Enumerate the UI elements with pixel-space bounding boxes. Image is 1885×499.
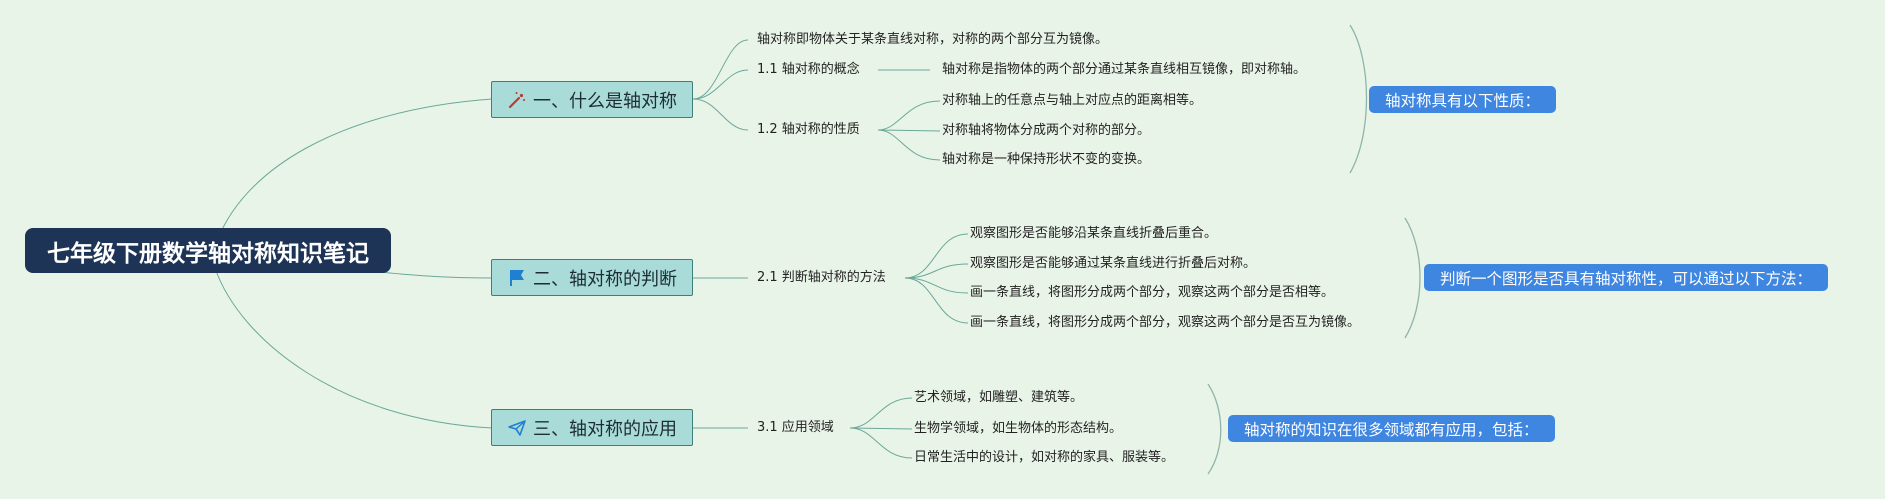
link-judge-leaf4 bbox=[904, 277, 969, 324]
link-judge-leaf3 bbox=[904, 277, 969, 294]
link-apply-leaf2 bbox=[849, 427, 913, 430]
magic-wand-icon bbox=[507, 90, 527, 110]
summary-brackets bbox=[1207, 24, 1421, 475]
link-topic1-sub1 bbox=[692, 39, 749, 100]
leaf-method-2[interactable]: 观察图形是否能够通过某条直线进行折叠后对称。 bbox=[970, 256, 1257, 271]
summary-text: 轴对称具有以下性质： bbox=[1385, 91, 1541, 110]
link-topic1-sub2 bbox=[692, 69, 749, 100]
leaf-field-3[interactable]: 日常生活中的设计，如对称的家具、服装等。 bbox=[914, 450, 1175, 465]
bracket-topic2 bbox=[1404, 217, 1421, 339]
root-node[interactable]: 七年级下册数学轴对称知识笔记 bbox=[25, 228, 391, 273]
link-property-leaf1 bbox=[877, 100, 941, 131]
leaf-property-3[interactable]: 轴对称是一种保持形状不变的变换。 bbox=[942, 152, 1151, 167]
summary-text: 轴对称的知识在很多领域都有应用，包括： bbox=[1244, 420, 1539, 439]
leaf-field-1[interactable]: 艺术领域，如雕塑、建筑等。 bbox=[914, 390, 1084, 405]
topic-applications[interactable]: 三、轴对称的应用 bbox=[491, 409, 693, 446]
topic-label: 三、轴对称的应用 bbox=[533, 418, 677, 440]
paper-plane-icon bbox=[507, 418, 527, 438]
leaf-property-1[interactable]: 对称轴上的任意点与轴上对应点的距离相等。 bbox=[942, 93, 1203, 108]
leaf-method-1[interactable]: 观察图形是否能够沿某条直线折叠后重合。 bbox=[970, 226, 1218, 241]
summary-judging[interactable]: 判断一个图形是否具有轴对称性，可以通过以下方法： bbox=[1424, 264, 1829, 291]
leaf-field-2[interactable]: 生物学领域，如生物体的形态结构。 bbox=[914, 421, 1123, 436]
bracket-topic1 bbox=[1349, 24, 1368, 174]
root-to-topic-links bbox=[214, 98, 493, 429]
sub-concept[interactable]: 1.1 轴对称的概念 bbox=[757, 62, 860, 77]
sub-to-leaf-links bbox=[849, 69, 969, 459]
topic-label: 二、轴对称的判断 bbox=[533, 268, 677, 290]
root-title: 七年级下册数学轴对称知识笔记 bbox=[47, 240, 369, 267]
topic-what-is-axial-symmetry[interactable]: 一、什么是轴对称 bbox=[491, 81, 693, 118]
link-apply-leaf3 bbox=[849, 427, 913, 459]
leaf-concept-1[interactable]: 轴对称是指物体的两个部分通过某条直线相互镜像，即对称轴。 bbox=[942, 62, 1307, 77]
link-judge-leaf1 bbox=[904, 233, 969, 279]
sub-definition[interactable]: 轴对称即物体关于某条直线对称，对称的两个部分互为镜像。 bbox=[757, 32, 1109, 47]
link-root-topic1 bbox=[214, 98, 493, 248]
summary-properties[interactable]: 轴对称具有以下性质： bbox=[1369, 86, 1557, 113]
summary-text: 判断一个图形是否具有轴对称性，可以通过以下方法： bbox=[1440, 269, 1813, 288]
leaf-method-4[interactable]: 画一条直线，将图形分成两个部分，观察这两个部分是否互为镜像。 bbox=[970, 315, 1361, 330]
link-root-topic3 bbox=[214, 267, 493, 429]
link-apply-leaf1 bbox=[849, 397, 913, 429]
leaf-method-3[interactable]: 画一条直线，将图形分成两个部分，观察这两个部分是否相等。 bbox=[970, 285, 1335, 300]
topic-judging-symmetry[interactable]: 二、轴对称的判断 bbox=[491, 259, 693, 296]
sub-properties[interactable]: 1.2 轴对称的性质 bbox=[757, 122, 860, 137]
link-judge-leaf2 bbox=[904, 263, 969, 279]
topic-to-sub-links bbox=[692, 39, 749, 429]
sub-application-fields[interactable]: 3.1 应用领域 bbox=[757, 420, 834, 435]
link-topic1-sub3 bbox=[692, 98, 749, 131]
link-property-leaf2 bbox=[877, 129, 941, 132]
leaf-property-2[interactable]: 对称轴将物体分成两个对称的部分。 bbox=[942, 123, 1151, 138]
link-root-topic2 bbox=[379, 271, 493, 279]
topic-label: 一、什么是轴对称 bbox=[533, 90, 677, 112]
flag-icon bbox=[507, 268, 527, 288]
summary-applications[interactable]: 轴对称的知识在很多领域都有应用，包括： bbox=[1228, 415, 1555, 442]
sub-judging-methods[interactable]: 2.1 判断轴对称的方法 bbox=[757, 270, 886, 285]
bracket-topic3 bbox=[1207, 383, 1222, 475]
link-property-leaf3 bbox=[877, 129, 941, 161]
